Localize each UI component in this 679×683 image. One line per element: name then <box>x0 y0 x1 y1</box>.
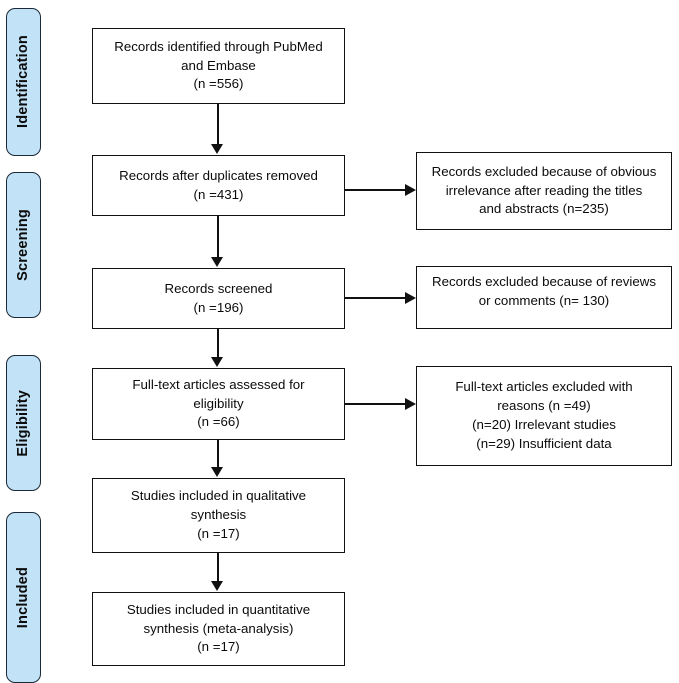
stage-identification: Identification <box>6 8 41 156</box>
box-records-after-duplicates-text: Records after duplicates removed (n =431… <box>119 167 318 202</box>
arrowhead-down-icon <box>211 257 223 267</box>
arrowhead-down-icon <box>211 581 223 591</box>
arrowhead-right-icon <box>405 398 416 410</box>
connector-identified-to-duplicates <box>217 104 219 145</box>
box-excluded-reviews: Records excluded because of reviews or c… <box>416 266 672 329</box>
connector-qualitative-to-quantitative <box>217 553 219 582</box>
box-excluded-fulltext-text: Full-text articles excluded with reasons… <box>455 379 633 451</box>
stage-included: Included <box>6 512 41 683</box>
connector-duplicates-to-excluded-irrelevance <box>345 189 407 191</box>
connector-screened-to-fulltext <box>217 329 219 358</box>
box-quantitative-synthesis: Studies included in quantitative synthes… <box>92 592 345 666</box>
box-excluded-irrelevance: Records excluded because of obvious irre… <box>416 152 672 230</box>
box-fulltext-assessed: Full-text articles assessed for eligibil… <box>92 368 345 440</box>
arrowhead-down-icon <box>211 144 223 154</box>
box-fulltext-assessed-text: Full-text articles assessed for eligibil… <box>132 376 305 430</box>
box-qualitative-synthesis-text: Studies included in qualitative synthesi… <box>130 488 307 541</box>
box-records-identified: Records identified through PubMed and Em… <box>92 28 345 104</box>
box-qualitative-synthesis: Studies included in qualitative synthesi… <box>92 478 345 553</box>
box-records-identified-text: Records identified through PubMed and Em… <box>114 38 323 92</box>
connector-fulltext-to-excluded-fulltext <box>345 403 407 405</box>
stage-included-label: Included <box>15 566 32 629</box>
stage-eligibility-label: Eligibility <box>15 389 32 457</box>
box-excluded-reviews-text: Records excluded because of reviews or c… <box>432 273 656 308</box>
box-records-screened-text: Records screened (n =196) <box>164 280 273 315</box>
stage-screening: Screening <box>6 172 41 318</box>
stage-eligibility: Eligibility <box>6 355 41 491</box>
arrowhead-right-icon <box>405 292 416 304</box>
arrowhead-down-icon <box>211 467 223 477</box>
box-quantitative-synthesis-text: Studies included in quantitative synthes… <box>126 601 311 655</box>
box-records-screened: Records screened (n =196) <box>92 268 345 329</box>
connector-duplicates-to-screened <box>217 216 219 258</box>
arrowhead-down-icon <box>211 357 223 367</box>
connector-fulltext-to-qualitative <box>217 440 219 468</box>
connector-screened-to-excluded-reviews <box>345 297 407 299</box>
box-records-after-duplicates: Records after duplicates removed (n =431… <box>92 155 345 216</box>
stage-identification-label: Identification <box>15 35 32 129</box>
box-excluded-irrelevance-text: Records excluded because of obvious irre… <box>431 163 657 217</box>
box-excluded-fulltext: Full-text articles excluded with reasons… <box>416 366 672 466</box>
arrowhead-right-icon <box>405 184 416 196</box>
stage-screening-label: Screening <box>15 209 32 281</box>
